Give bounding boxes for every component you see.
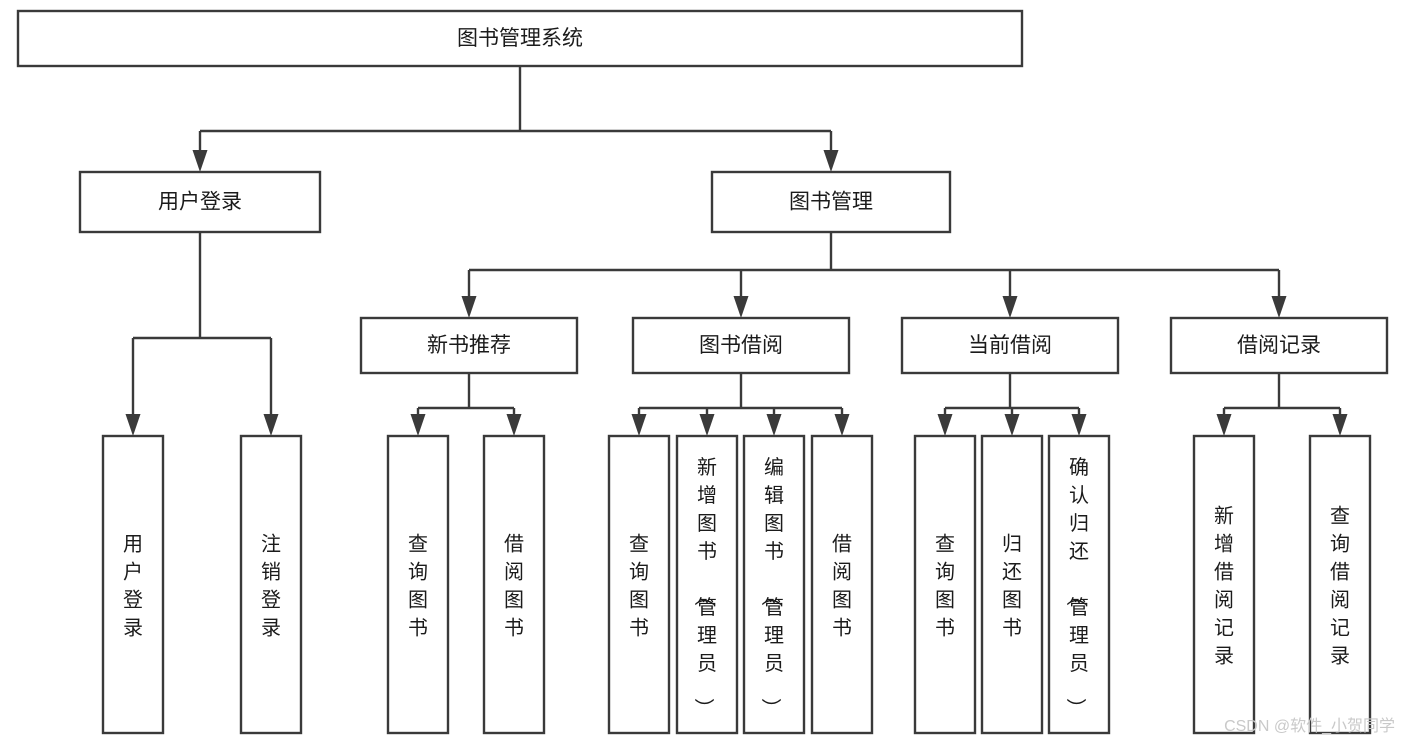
node-leaf-new-1[interactable]: 查询图书 — [386, 434, 450, 735]
node-box[interactable] — [1047, 434, 1111, 735]
node-newbook[interactable]: 新书推荐 — [359, 316, 579, 375]
node-label: 新增图书（管理员） — [692, 456, 717, 718]
node-label: 借阅图书 — [832, 533, 852, 640]
node-box[interactable] — [675, 434, 739, 735]
edge-group-login — [125, 232, 279, 436]
node-leaf-new-2[interactable]: 借阅图书 — [482, 434, 546, 735]
node-box[interactable] — [631, 316, 851, 375]
node-box[interactable] — [239, 434, 303, 735]
node-borrow[interactable]: 图书借阅 — [631, 316, 851, 375]
node-leaf-borrow-2[interactable]: 新增图书（管理员） — [675, 434, 739, 735]
node-label: 查询图书 — [935, 533, 955, 640]
node-current[interactable]: 当前借阅 — [900, 316, 1120, 375]
node-label: 借阅图书 — [504, 533, 524, 640]
node-leaf-cur-3[interactable]: 确认归还（管理员） — [1047, 434, 1111, 735]
node-box[interactable] — [913, 434, 977, 735]
node-leaf-borrow-4[interactable]: 借阅图书 — [810, 434, 874, 735]
node-label: 当前借阅 — [968, 334, 1052, 357]
node-label: 用户登录 — [123, 534, 143, 640]
node-label: 注销登录 — [261, 533, 281, 640]
node-box[interactable] — [810, 434, 874, 735]
edge-group-current — [937, 373, 1087, 436]
node-box[interactable] — [482, 434, 546, 735]
node-leaf-login-1[interactable]: 用户登录 — [101, 434, 165, 735]
node-leaf-cur-1[interactable]: 查询图书 — [913, 434, 977, 735]
node-box[interactable] — [900, 316, 1120, 375]
node-login[interactable]: 用户登录 — [78, 170, 322, 234]
node-leaf-borrow-3[interactable]: 编辑图书（管理员） — [742, 434, 806, 735]
node-label: 确认归还（管理员） — [1064, 456, 1089, 718]
edge-group-bookmgmt — [461, 232, 1287, 318]
edge-group-borrow — [631, 373, 850, 436]
node-label: 图书借阅 — [699, 334, 783, 357]
node-leaf-rec-2[interactable]: 查询借阅记录 — [1308, 434, 1372, 735]
node-label: 编辑图书（管理员） — [759, 456, 784, 718]
node-label: 用户登录 — [158, 191, 242, 214]
node-label: 新增借阅记录 — [1214, 505, 1234, 668]
node-bookmgmt[interactable]: 图书管理 — [710, 170, 952, 234]
node-box[interactable] — [1308, 434, 1372, 735]
node-box[interactable] — [980, 434, 1044, 735]
node-leaf-borrow-1[interactable]: 查询图书 — [607, 434, 671, 735]
node-box[interactable] — [1169, 316, 1389, 375]
node-box[interactable] — [386, 434, 450, 735]
node-label: 查询图书 — [408, 533, 428, 640]
node-box[interactable] — [742, 434, 806, 735]
edge-group-root — [192, 66, 839, 172]
node-label: 查询图书 — [629, 533, 649, 640]
node-label: 图书管理系统 — [457, 27, 583, 50]
node-label: 图书管理 — [789, 191, 873, 214]
watermark-label: CSDN @软件_小贺同学 — [1224, 717, 1395, 735]
node-box[interactable] — [16, 9, 1024, 68]
node-box[interactable] — [78, 170, 322, 234]
node-box[interactable] — [1192, 434, 1256, 735]
node-leaf-cur-2[interactable]: 归还图书 — [980, 434, 1044, 735]
node-root[interactable]: 图书管理系统 — [16, 9, 1024, 68]
node-leaf-login-2[interactable]: 注销登录 — [239, 434, 303, 735]
node-layer: 图书管理系统用户登录图书管理新书推荐图书借阅当前借阅借阅记录用户登录注销登录查询… — [16, 9, 1389, 735]
node-label: 新书推荐 — [427, 334, 511, 357]
node-label: 查询借阅记录 — [1330, 505, 1350, 668]
node-label: 归还图书 — [1002, 533, 1022, 640]
node-box[interactable] — [710, 170, 952, 234]
node-box[interactable] — [607, 434, 671, 735]
node-box[interactable] — [101, 434, 165, 735]
connector-layer — [125, 66, 1348, 436]
node-leaf-rec-1[interactable]: 新增借阅记录 — [1192, 434, 1256, 735]
node-label: 借阅记录 — [1237, 334, 1321, 357]
node-box[interactable] — [359, 316, 579, 375]
node-records[interactable]: 借阅记录 — [1169, 316, 1389, 375]
edge-group-newbook — [410, 373, 522, 436]
edge-group-records — [1216, 373, 1348, 436]
